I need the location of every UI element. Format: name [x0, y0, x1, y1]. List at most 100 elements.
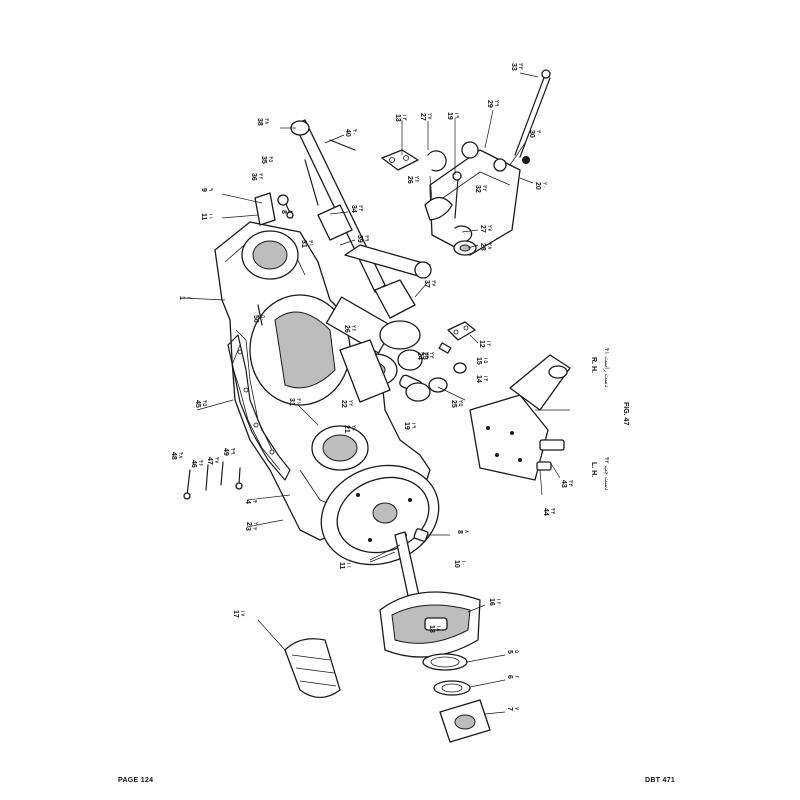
callout-number-arabic: ۴۹	[229, 448, 236, 454]
callout-number-arabic: ۱۶	[495, 598, 502, 604]
callout-number: 46	[190, 460, 197, 468]
callout-number-arabic: ۱۱	[207, 213, 214, 219]
figure-caption: FIG. 47	[622, 402, 629, 425]
callout-number: 44	[542, 508, 549, 516]
bearings	[422, 653, 491, 743]
lh-label: L. H.	[590, 462, 597, 477]
callout-number: 5	[506, 650, 513, 654]
callout-number-arabic: ۳۱	[307, 240, 314, 246]
callout-number: 26	[406, 176, 413, 184]
callout-number: 50	[252, 315, 259, 323]
callout-number-arabic: ۱۳	[401, 114, 408, 121]
callout-number: 39	[356, 235, 363, 243]
callout-number-arabic: ۵۰	[259, 315, 266, 321]
callout-number: 35	[260, 156, 267, 164]
callout-number: 37	[423, 280, 430, 288]
callout-number: 17	[232, 610, 239, 618]
callout-number: 48	[170, 452, 177, 460]
callout-number: 19	[403, 422, 410, 430]
callout-number-arabic: ۳۳	[517, 63, 524, 70]
callout-number: 14	[475, 375, 482, 383]
callout-number: 43	[560, 480, 567, 488]
callout-number: 22	[340, 400, 347, 408]
callout-number: 2	[245, 522, 252, 526]
callout-number-arabic: ۲۷	[486, 225, 493, 232]
callout-number-arabic: ۲۶	[350, 325, 357, 331]
loose-bolts	[183, 304, 263, 500]
callout-number-arabic: ۷	[513, 707, 520, 711]
callout-number: 13	[394, 114, 401, 122]
callout-number: 9	[200, 188, 207, 192]
callout-number-arabic: ۱۲	[485, 340, 492, 346]
callout-number-arabic: ۴	[251, 500, 258, 503]
callout-number: 29	[486, 100, 493, 108]
callout-number-arabic: ۳۷	[430, 280, 437, 287]
callout-number-arabic: ۴۳	[567, 480, 574, 487]
callout-number: 8	[280, 210, 287, 214]
callout-number: 38	[256, 118, 263, 126]
brake-drum	[379, 591, 481, 658]
callout-number-arabic: ۴۸	[177, 452, 184, 459]
housing-gasket	[227, 334, 291, 481]
rh-text-ar: دست راست ۴۱	[603, 348, 610, 388]
callout-number-arabic: ۲۱	[350, 425, 357, 431]
differential-gears	[325, 296, 423, 403]
callout-number-arabic: ۳۸	[263, 118, 270, 125]
callout-number: 4	[244, 500, 251, 504]
callout-number: 30	[528, 130, 535, 138]
callout-number: 28	[479, 243, 486, 251]
callout-number-arabic: ۴۰	[351, 129, 358, 135]
callout-number-arabic: ۳۱	[295, 398, 302, 404]
callout-number-arabic: ۱۴	[482, 375, 489, 381]
callout-number: 26	[343, 325, 350, 333]
callout-number: 6	[506, 675, 513, 679]
callout-number: 32	[474, 185, 481, 193]
callout-number-arabic: ۸	[463, 530, 470, 534]
pinion-shaft	[394, 528, 429, 606]
callout-number: 27	[479, 225, 486, 233]
small-parts-right	[405, 321, 476, 402]
rh-label: R. H.	[590, 357, 597, 373]
lever-shaft-assembly	[290, 119, 432, 319]
reference-code: DBT 471	[645, 777, 676, 784]
callout-number: 21	[343, 425, 350, 433]
callout-number: 19	[446, 112, 453, 120]
callout-number-arabic: ۲۴	[423, 352, 430, 358]
callout-number: 33	[510, 63, 517, 71]
callout-number-arabic: ۱۰	[460, 560, 467, 566]
